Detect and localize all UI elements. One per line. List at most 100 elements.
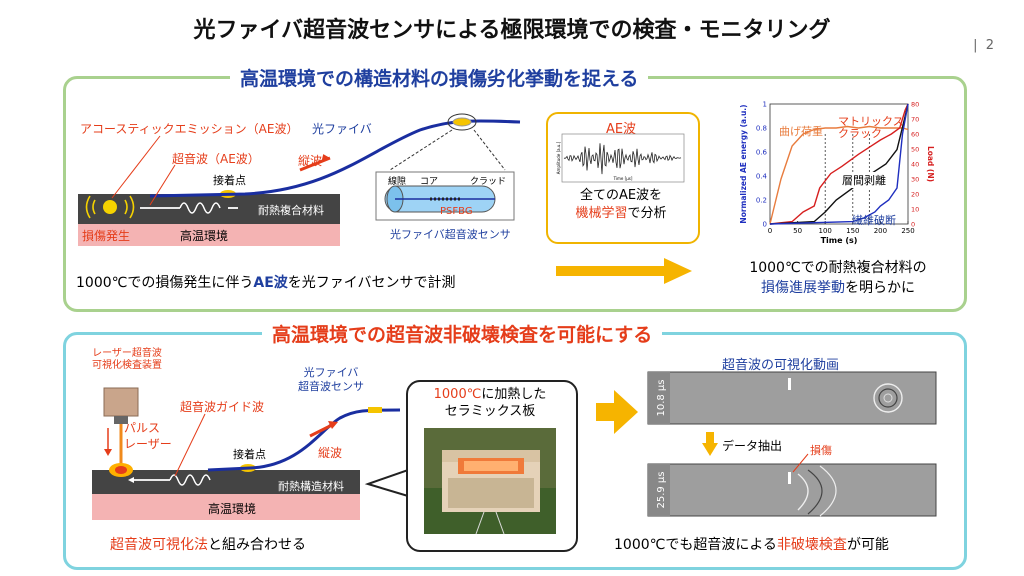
x-tick-label: 250: [901, 227, 914, 235]
y-tick-label: 0.8: [756, 125, 767, 133]
bubble-pointer: [364, 468, 409, 498]
chart-label-fiber-break: 繊維破断: [852, 214, 896, 227]
ml-highlight: 機械学習: [575, 206, 628, 221]
label-longitudinal: 縦波: [298, 154, 323, 168]
bubble-1000c: 1000℃: [433, 387, 482, 402]
label-pulse-laser: パルスレーザー: [124, 421, 172, 451]
label-core-type: 線隙: [388, 177, 407, 187]
label-extract: データ抽出: [722, 439, 783, 453]
y2-tick-label: 50: [911, 146, 919, 154]
damage-burst-icon: [103, 200, 117, 214]
chart-label-delamination: 層間剥離: [842, 172, 886, 188]
page-title: 光ファイバ超音波センサによる極限環境での検査・モニタリング: [193, 18, 831, 43]
label-cladding: クラッド: [470, 177, 507, 187]
x-tick-label: 100: [819, 227, 832, 235]
vis-title: 超音波の可視化動画: [722, 358, 840, 373]
flow-arrow-2: [596, 390, 638, 434]
label-fiber-sensor-2: 光ファイバ超音波センサ: [298, 366, 364, 393]
y-tick-label: 1: [763, 101, 767, 109]
series-line-0: [769, 125, 909, 225]
label-laser-device: レーザー超音波可視化検査装置: [92, 348, 162, 371]
label-psfbg: PSFBG: [440, 206, 473, 217]
section1-caption-right: 1000℃での耐熱複合材料の 損傷進展挙動を明らかに: [749, 260, 927, 296]
fbg-sensor: [452, 117, 472, 127]
ae-wave-xlabel: Time [μs]: [613, 176, 633, 181]
ae-analysis-box: [546, 112, 700, 244]
ae-waveform: Amplitude [a.u.] Time [μs]: [556, 133, 685, 183]
label-environment-2: 高温環境: [208, 502, 257, 516]
label-core: コア: [420, 177, 439, 187]
section1-title: 高温環境での構造材料の損傷劣化挙動を捉える: [230, 64, 649, 91]
ae-waveform-trace: [563, 143, 682, 175]
ceramic-plate-photo: [424, 428, 556, 535]
y-tick-label: 0.2: [756, 197, 767, 205]
visualization-highlight: 超音波可視化法: [110, 537, 208, 553]
label-environment: 高温環境: [180, 229, 229, 243]
label-guided-wave: 超音波ガイド波: [180, 400, 265, 414]
flow-arrow-1: [556, 258, 692, 284]
label-acoustic-emission: アコースティックエミッション（AE波）: [80, 122, 299, 136]
y2-tick-label: 20: [911, 191, 919, 199]
y2-tick-label: 10: [911, 206, 919, 214]
ultrasonic-wave: [179, 202, 221, 214]
label-longitudinal-2: 縦波: [318, 446, 343, 460]
page-number-value: 2: [985, 38, 994, 53]
y2-tick-label: 70: [911, 116, 919, 124]
label-material: 耐熱複合材料: [258, 204, 324, 217]
label-material-2: 耐熱構造材料: [278, 480, 344, 493]
section1-caption-left: 1000℃での損傷発生に伴うAE波を光ファイバセンサで計測: [76, 275, 456, 291]
ae-box-title: AE波: [605, 122, 637, 137]
y-tick-label: 0: [763, 221, 767, 229]
chart-ylabel: Normalized AE energy (a.u.): [739, 104, 748, 223]
y2-tick-label: 0: [911, 221, 915, 229]
hot-env-layer-2: [92, 494, 360, 520]
us-vis-frame-1: 10.8 μs: [647, 371, 937, 425]
label-damage-2: 損傷: [810, 444, 832, 457]
x-tick-label: 150: [846, 227, 859, 235]
section2-caption-right: 1000℃でも超音波による非破壊検査が可能: [614, 537, 889, 553]
hot-env-layer: [78, 224, 340, 246]
progress-highlight: 損傷進展挙動: [761, 280, 845, 296]
page-number: | 2: [973, 38, 994, 53]
label-ultrasonic-ae: 超音波（AE波）: [172, 152, 260, 166]
section2-title: 高温環境での超音波非破壊検査を可能にする: [262, 320, 663, 347]
series-line-1: [769, 103, 909, 225]
label-joint-2: 接着点: [233, 448, 266, 461]
structural-layer: [92, 470, 360, 494]
caption-ae-highlight: AE波: [253, 275, 288, 291]
guided-wave: [169, 474, 211, 486]
ndt-highlight: 非破壊検査: [776, 537, 847, 553]
composite-layer: [78, 194, 340, 224]
chart-y2label: Load (N): [926, 146, 935, 182]
chart-label-bending: 曲げ荷重: [779, 125, 823, 138]
fbg-sensor-2: [368, 407, 382, 413]
section2-caption-left: 超音波可視化法と組み合わせる: [110, 537, 306, 553]
series-line-3: [769, 103, 909, 225]
y-tick-label: 0.6: [756, 149, 768, 157]
ae-wave-ylabel: Amplitude [a.u.]: [556, 141, 561, 174]
label-fiber-sensor: 光ファイバ超音波センサ: [390, 228, 511, 241]
chart-label-matrix-crack: マトリックスクラック: [838, 115, 904, 140]
ae-pointer: [111, 135, 161, 199]
x-tick-label: 50: [793, 227, 802, 235]
ae-box-text: 全てのAE波を 機械学習で分析: [575, 188, 667, 221]
label-joint: 接着点: [213, 174, 246, 187]
x-tick-label: 200: [874, 227, 887, 235]
vis-time-1: 10.8 μs: [656, 379, 667, 416]
y2-tick-label: 80: [911, 101, 919, 109]
wave-direction-arrow: [299, 156, 331, 172]
y2-tick-label: 40: [911, 161, 919, 169]
x-tick-label: 0: [768, 227, 772, 235]
ae-wave-icon: [85, 195, 135, 219]
us-vis-frame-2: 25.9 μs: [647, 453, 937, 517]
vis-time-2: 25.9 μs: [656, 471, 667, 508]
y2-tick-label: 60: [911, 131, 919, 139]
label-optical-fiber: 光ファイバ: [312, 122, 372, 136]
y2-tick-label: 30: [911, 176, 919, 184]
down-arrow: [702, 432, 718, 456]
label-damage: 損傷発生: [82, 229, 131, 243]
y-tick-label: 0.4: [756, 173, 768, 181]
